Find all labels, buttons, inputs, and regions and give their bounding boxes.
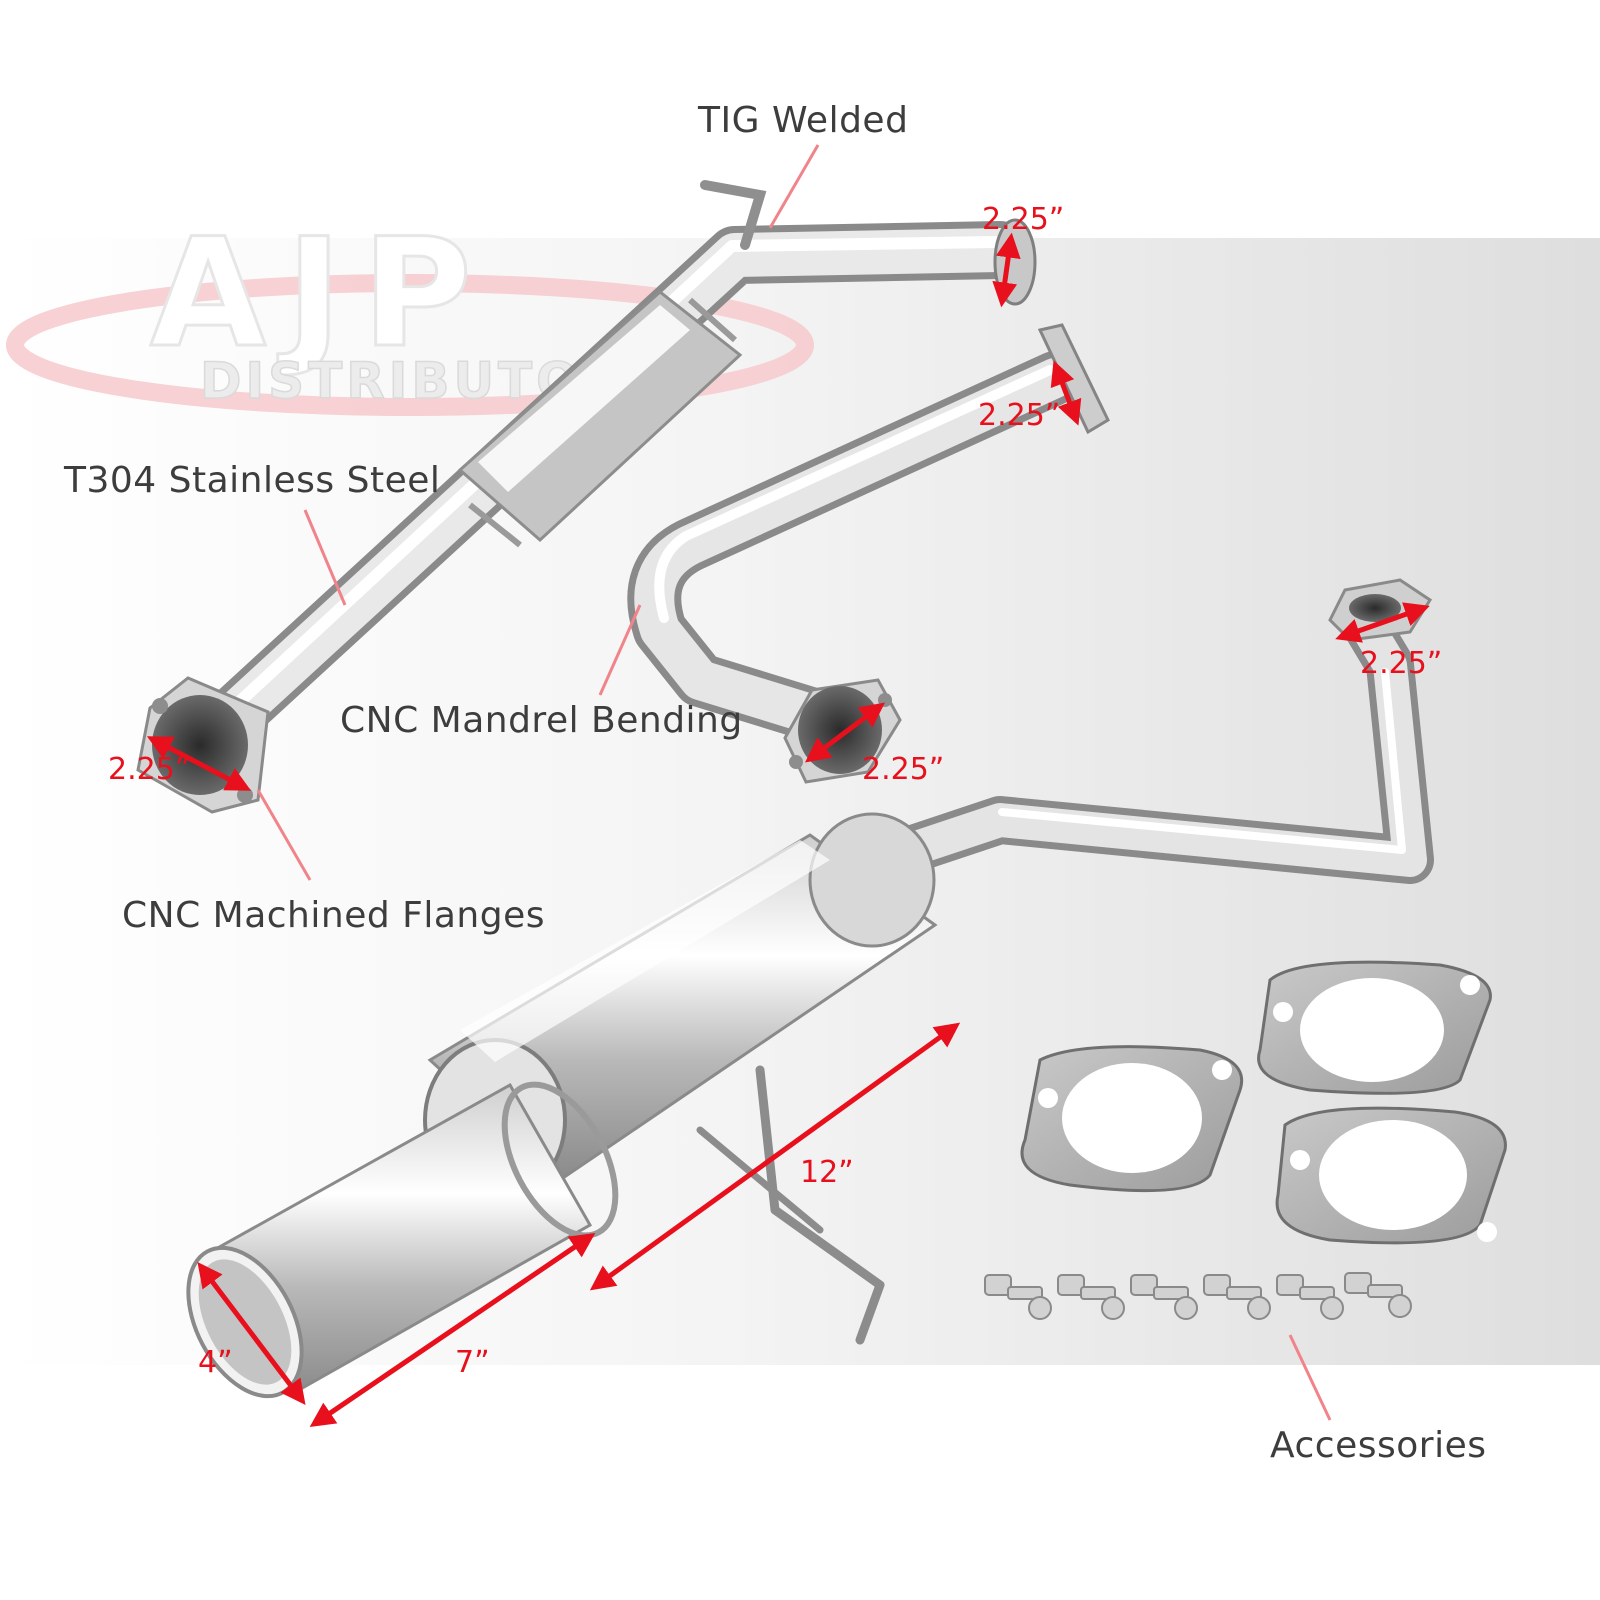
dim-label-tip-diameter: 4”: [198, 1345, 233, 1380]
bolt: [1276, 1274, 1344, 1320]
dim-arrow-rear-inlet: [1335, 602, 1430, 643]
dim-arrow-tip-length: [309, 1232, 596, 1428]
dim-arrow-tip-diameter: [197, 1262, 306, 1405]
dim-label-muffler: 12”: [800, 1155, 854, 1190]
bolt: [1057, 1274, 1125, 1320]
leader-accessories: [1288, 1334, 1332, 1421]
callout-stainless-steel: T304 Stainless Steel: [64, 460, 441, 501]
dim-label-mid-inlet: 2.25”: [108, 752, 191, 787]
mid-pipe-assembly: [136, 180, 1037, 814]
dim-arrow-mid-inlet: [146, 736, 252, 791]
leader-flanges: [256, 789, 312, 881]
callout-mandrel-bending: CNC Mandrel Bending: [340, 700, 743, 741]
dim-label-front-outlet: 2.25”: [862, 752, 945, 787]
leader-lines: [256, 144, 1332, 1421]
callout-accessories: Accessories: [1270, 1425, 1487, 1466]
callout-machined-flanges: CNC Machined Flanges: [122, 895, 545, 936]
dim-label-rear-inlet: 2.25”: [1360, 646, 1443, 681]
dim-label-front-inlet: 2.25”: [978, 398, 1061, 433]
dim-arrow-front-outlet: [805, 702, 885, 763]
gasket: [1275, 1106, 1507, 1245]
watermark-swoosh: [6, 274, 814, 416]
callout-tig-welded: TIG Welded: [698, 100, 909, 141]
gasket-set: [1020, 960, 1507, 1245]
dim-arrow-front-inlet: [1050, 360, 1082, 426]
watermark-logo-text: AJP: [150, 207, 492, 381]
bolt-set: [984, 1272, 1412, 1320]
bolt: [1130, 1274, 1198, 1320]
gasket: [1257, 960, 1492, 1095]
bolt: [1344, 1272, 1412, 1318]
leader-mandrel: [598, 604, 642, 696]
dim-arrow-mid-outlet: [992, 232, 1021, 308]
bolt: [1203, 1274, 1271, 1320]
gasket: [1020, 1045, 1243, 1193]
dim-label-tip-length: 7”: [455, 1345, 490, 1380]
dim-label-mid-outlet: 2.25”: [982, 202, 1065, 237]
leader-stainless: [303, 509, 347, 606]
dim-arrow-muffler: [589, 1022, 961, 1291]
dimension-arrows: [146, 232, 1430, 1428]
bolt: [984, 1274, 1052, 1320]
leader-tig-welded: [768, 144, 820, 229]
